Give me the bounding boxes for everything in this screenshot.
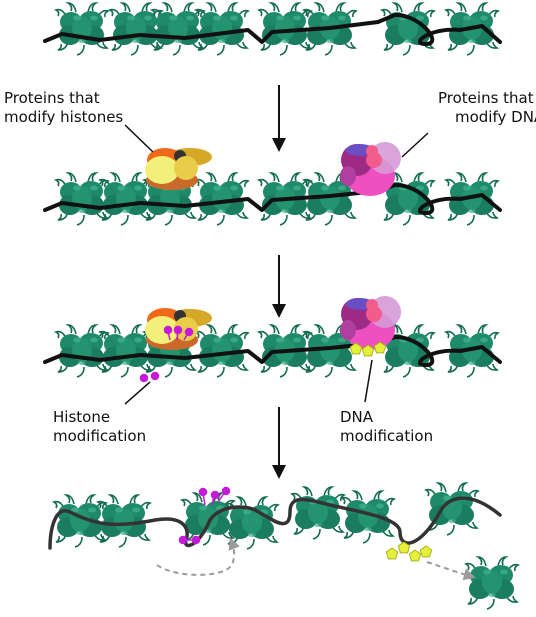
chromatin-row-3	[43, 296, 502, 405]
pointer-line	[401, 132, 429, 158]
nucleosome-icon	[225, 496, 279, 550]
pointer-line	[124, 124, 154, 153]
label-proteins-modify-dna: Proteins that modify DNA	[438, 89, 536, 127]
label-proteins-modify-histones: Proteins that modify histones	[4, 89, 123, 127]
chromatin-row-1	[43, 2, 502, 56]
nucleosome-icon	[291, 486, 345, 540]
nucleosome-icon	[341, 490, 395, 544]
label-line: modify DNA	[455, 108, 536, 126]
pointer-line	[364, 359, 373, 403]
histone-modifier-complex	[145, 148, 212, 190]
label-line: modification	[340, 427, 434, 445]
label-line: DNA	[340, 408, 374, 426]
dna-modifier-complex	[340, 296, 401, 350]
histone-marks	[139, 325, 194, 383]
chromatin-row-2	[43, 124, 502, 226]
dna-strand	[43, 182, 502, 216]
label-dna-modification: DNA modification	[340, 408, 433, 446]
nucleosome-icon	[465, 556, 519, 610]
label-line: Histone	[53, 408, 111, 426]
label-histone-modification: Histone modification	[53, 408, 146, 446]
label-line: modify histones	[4, 108, 124, 126]
dashed-arrow	[426, 561, 476, 581]
dashed-arrow	[156, 537, 240, 576]
histone-modifier-complex	[145, 308, 212, 350]
chromatin-row-4	[48, 482, 519, 610]
dna-modifier-complex	[340, 142, 401, 196]
nucleosome-icon	[181, 492, 235, 546]
dna-strand	[48, 496, 502, 550]
nucleosome-icon	[425, 482, 479, 536]
label-line: modification	[53, 427, 147, 445]
dna-strand	[43, 334, 502, 368]
nucleosome-icon	[55, 2, 109, 56]
label-line: Proteins that	[438, 89, 534, 107]
label-line: Proteins that	[4, 89, 100, 107]
histone-marks	[178, 486, 231, 545]
pointer-line	[124, 381, 151, 405]
dna-strand	[43, 12, 502, 47]
